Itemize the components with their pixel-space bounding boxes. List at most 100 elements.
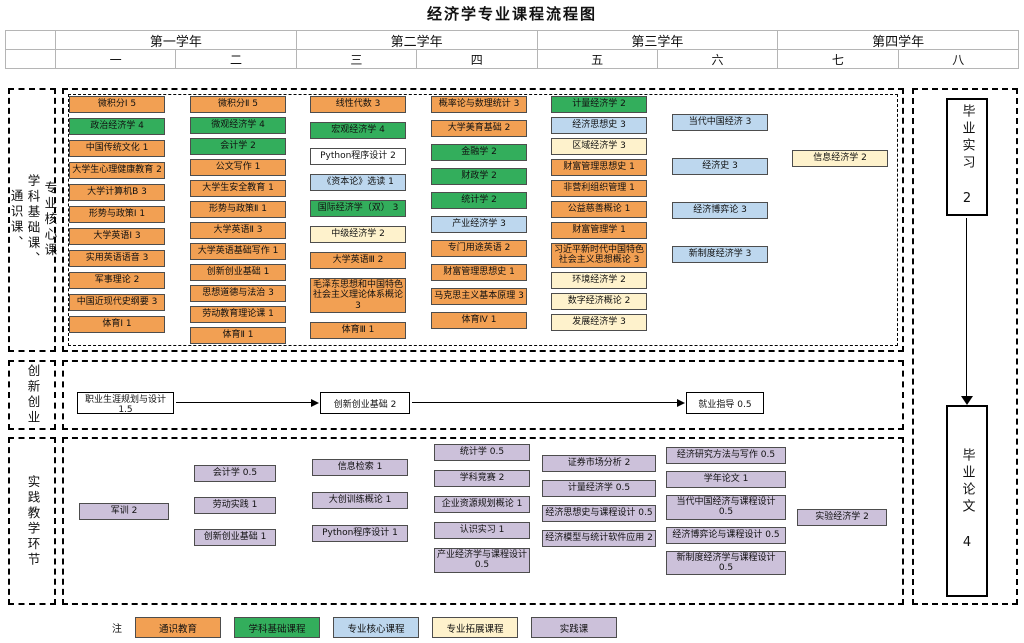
- graduation-rail: 毕业实习 2 毕业论文 4: [912, 88, 1018, 605]
- course-box: 创新创业基础 1: [190, 264, 286, 281]
- course-box: 大学英语Ⅲ 2: [310, 252, 406, 269]
- course-box: 微积分Ⅰ 5: [69, 96, 165, 113]
- semester-header-cell: 七: [778, 50, 899, 69]
- semester-column: 实验经济学 2: [797, 509, 887, 526]
- course-box: 军事理论 2: [69, 272, 165, 289]
- course-box: 经济博弈论 3: [672, 202, 768, 219]
- course-box: 思想道德与法治 3: [190, 285, 286, 302]
- course-box: 大学生安全教育 1: [190, 180, 286, 197]
- course-box: 新制度经济学 3: [672, 246, 768, 263]
- course-box-innovation-foundation: 创新创业基础 2: [320, 392, 410, 414]
- side-label-innovation-text: 创新创业: [25, 364, 41, 426]
- course-box: 金融学 2: [431, 144, 527, 161]
- semester-header-cell: 八: [898, 50, 1019, 69]
- year-semester-header: 第一学年第二学年第三学年第四学年一二三四五六七八: [5, 30, 1019, 69]
- side-label-main-band: 通识课、 学科基础课、 专业核心课: [8, 88, 57, 352]
- course-box: 统计学 0.5: [434, 444, 530, 461]
- graduation-internship-box: 毕业实习 2: [946, 98, 988, 216]
- course-box: 信息检索 1: [312, 459, 408, 476]
- course-box: 经济模型与统计软件应用 2: [542, 530, 656, 547]
- course-box: 学科竞赛 2: [434, 470, 530, 487]
- legend: 注 通识教育学科基础课程专业核心课程专业拓展课程实践课: [112, 617, 617, 638]
- course-box: 信息经济学 2: [792, 150, 888, 167]
- course-box: 会计学 2: [190, 138, 286, 155]
- course-box: 新制度经济学与课程设计 0.5: [666, 550, 786, 576]
- innovation-band: 职业生涯规划与设计 1.5 创新创业基础 2 就业指导 0.5: [62, 360, 904, 430]
- course-box: 中国传统文化 1: [69, 140, 165, 157]
- course-box: 国际经济学（双） 3: [310, 200, 406, 217]
- course-box-career-guidance: 就业指导 0.5: [686, 392, 764, 414]
- legend-item: 学科基础课程: [234, 617, 320, 638]
- header-corner-cell: [6, 50, 56, 69]
- header-corner-cell: [6, 31, 56, 50]
- year-header-cell: 第二学年: [296, 31, 538, 50]
- course-box: 实验经济学 2: [797, 509, 887, 526]
- course-box: 非营利组织管理 1: [551, 180, 647, 197]
- course-box: 《资本论》选读 1: [310, 174, 406, 191]
- thesis-label: 毕业论文 4: [959, 448, 975, 554]
- course-box: 中国近现代史纲要 3: [69, 294, 165, 311]
- course-box: 大学英语基础写作 1: [190, 243, 286, 260]
- course-box: 公益慈善概论 1: [551, 201, 647, 218]
- semester-header-cell: 二: [176, 50, 297, 69]
- semester-header-cell: 六: [657, 50, 779, 69]
- course-box: 财富管理思想史 1: [431, 264, 527, 281]
- course-box: 经济史 3: [672, 158, 768, 175]
- semester-column: 证券市场分析 2 计量经济学 0.5 经济思想史与课程设计 0.5 经济模型与统计软件…: [542, 455, 656, 547]
- course-box: 军训 2: [79, 503, 169, 520]
- course-box: 学年论文 1: [666, 471, 786, 488]
- semester-column: 军训 2: [79, 503, 169, 520]
- course-box: 当代中国经济与课程设计 0.5: [666, 495, 786, 520]
- course-box: 劳动教育理论课 1: [190, 306, 286, 323]
- course-box: 经济思想史与课程设计 0.5: [542, 505, 656, 522]
- course-box: 体育Ⅳ 1: [431, 312, 527, 329]
- course-box: 产业经济学 3: [431, 216, 527, 233]
- course-box: 实用英语语音 3: [69, 250, 165, 267]
- side-label-line: 学科基础课、: [25, 173, 41, 267]
- side-label-innovation-band: 创新创业: [8, 360, 56, 430]
- legend-note: 注: [112, 624, 122, 635]
- course-box: 计量经济学 0.5: [542, 480, 656, 497]
- course-box: 会计学 0.5: [194, 465, 276, 482]
- flow-arrow-down-head-icon: [961, 396, 973, 405]
- internship-label: 毕业实习 2: [959, 104, 975, 210]
- side-label-practice-text: 实践教学环节: [25, 474, 41, 568]
- course-box: 大学英语Ⅰ 3: [69, 228, 165, 245]
- course-box: 微积分Ⅱ 5: [190, 96, 286, 113]
- course-box: 企业资源规划概论 1: [434, 496, 530, 513]
- semester-header-cell: 四: [417, 50, 538, 69]
- course-box: 专门用途英语 2: [431, 240, 527, 257]
- course-box: 劳动实践 1: [194, 497, 276, 514]
- course-box: 创新创业基础 1: [194, 529, 276, 546]
- year-header-cell: 第四学年: [778, 31, 1019, 50]
- course-box: 证券市场分析 2: [542, 455, 656, 472]
- course-box: 经济研究方法与写作 0.5: [666, 447, 786, 464]
- year-header-cell: 第三学年: [537, 31, 779, 50]
- semester-column: 会计学 0.5 劳动实践 1 创新创业基础 1: [194, 465, 276, 546]
- flow-arrow-right-icon: [412, 398, 685, 407]
- course-box: 统计学 2: [431, 192, 527, 209]
- flow-arrow-right-icon: [176, 398, 319, 407]
- course-box: 概率论与数理统计 3: [431, 96, 527, 113]
- course-box: Python程序设计 2: [310, 148, 406, 165]
- course-box: 大创训练概论 1: [312, 492, 408, 509]
- course-box: 财富管理学 1: [551, 222, 647, 239]
- course-box: 形势与政策Ⅱ 1: [190, 201, 286, 218]
- legend-items: 通识教育学科基础课程专业核心课程专业拓展课程实践课: [135, 617, 617, 638]
- course-box: 大学计算机B 3: [69, 184, 165, 201]
- legend-item: 专业核心课程: [333, 617, 419, 638]
- course-box: 毛泽东思想和中国特色社会主义理论体系概论 3: [310, 278, 406, 314]
- course-box: 马克思主义基本原理 3: [431, 288, 527, 305]
- flow-arrow-down-icon: [966, 218, 967, 396]
- course-box: 区域经济学 3: [551, 138, 647, 155]
